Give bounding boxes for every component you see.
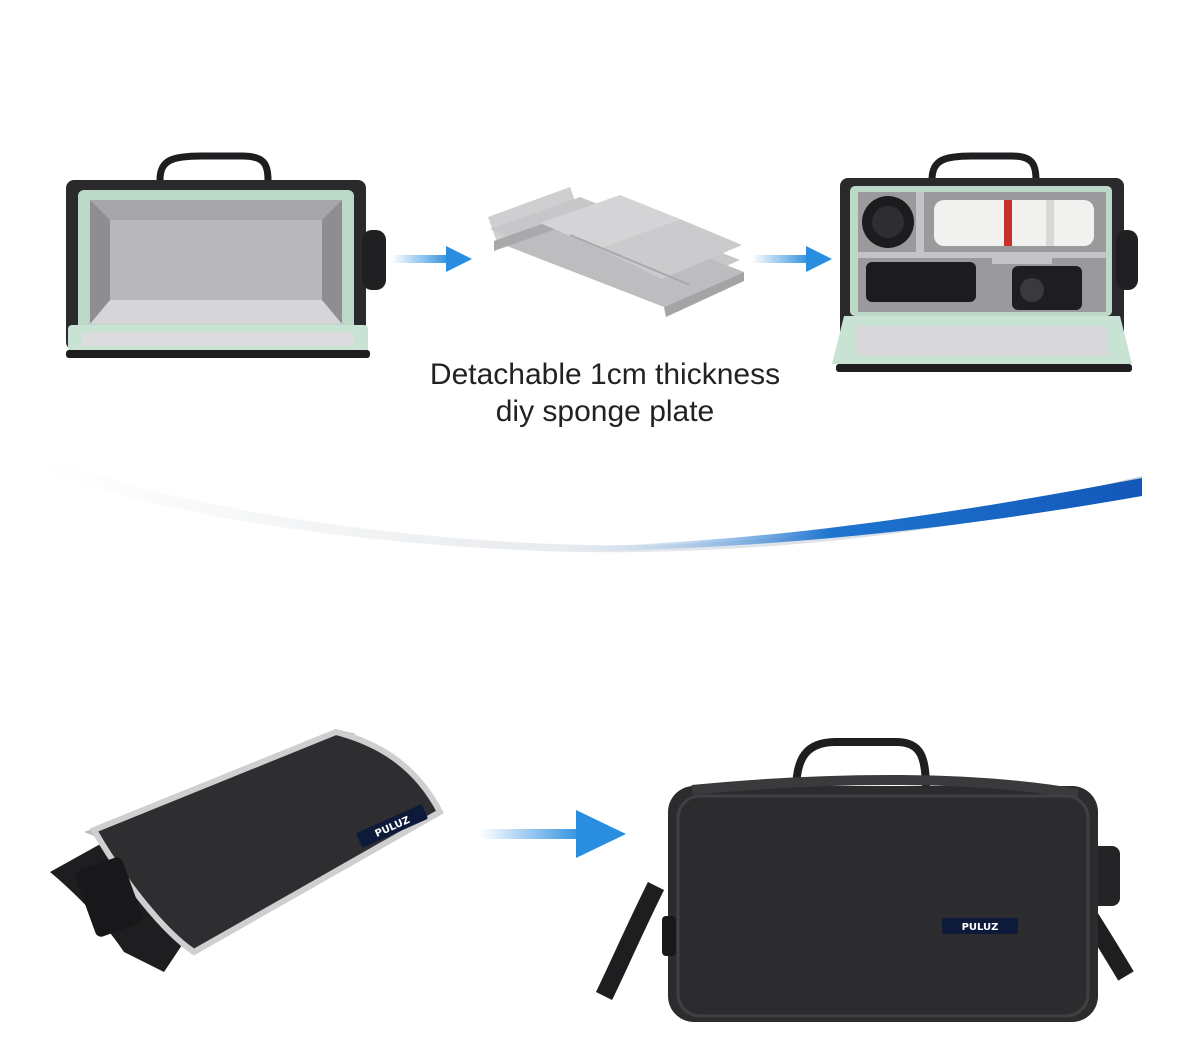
- sponge-plate-caption: Detachable 1cm thickness diy sponge plat…: [360, 356, 850, 430]
- right-arrow-icon: [480, 810, 626, 858]
- sponge-plates-image: [488, 187, 744, 317]
- bag-with-gear-image: [832, 152, 1138, 372]
- folded-bag-image: PULUZ: [50, 728, 444, 972]
- caption-line-2: diy sponge plate: [495, 395, 715, 428]
- puluz-logo: PULUZ: [942, 918, 1018, 934]
- svg-text:PULUZ: PULUZ: [962, 922, 999, 933]
- closed-bag-image: PULUZ: [596, 738, 1134, 1022]
- right-arrow-icon: [392, 246, 472, 272]
- caption-line-1: Detachable 1cm thickness: [429, 358, 781, 391]
- right-arrow-icon: [752, 246, 832, 272]
- open-empty-bag-image: [66, 152, 386, 358]
